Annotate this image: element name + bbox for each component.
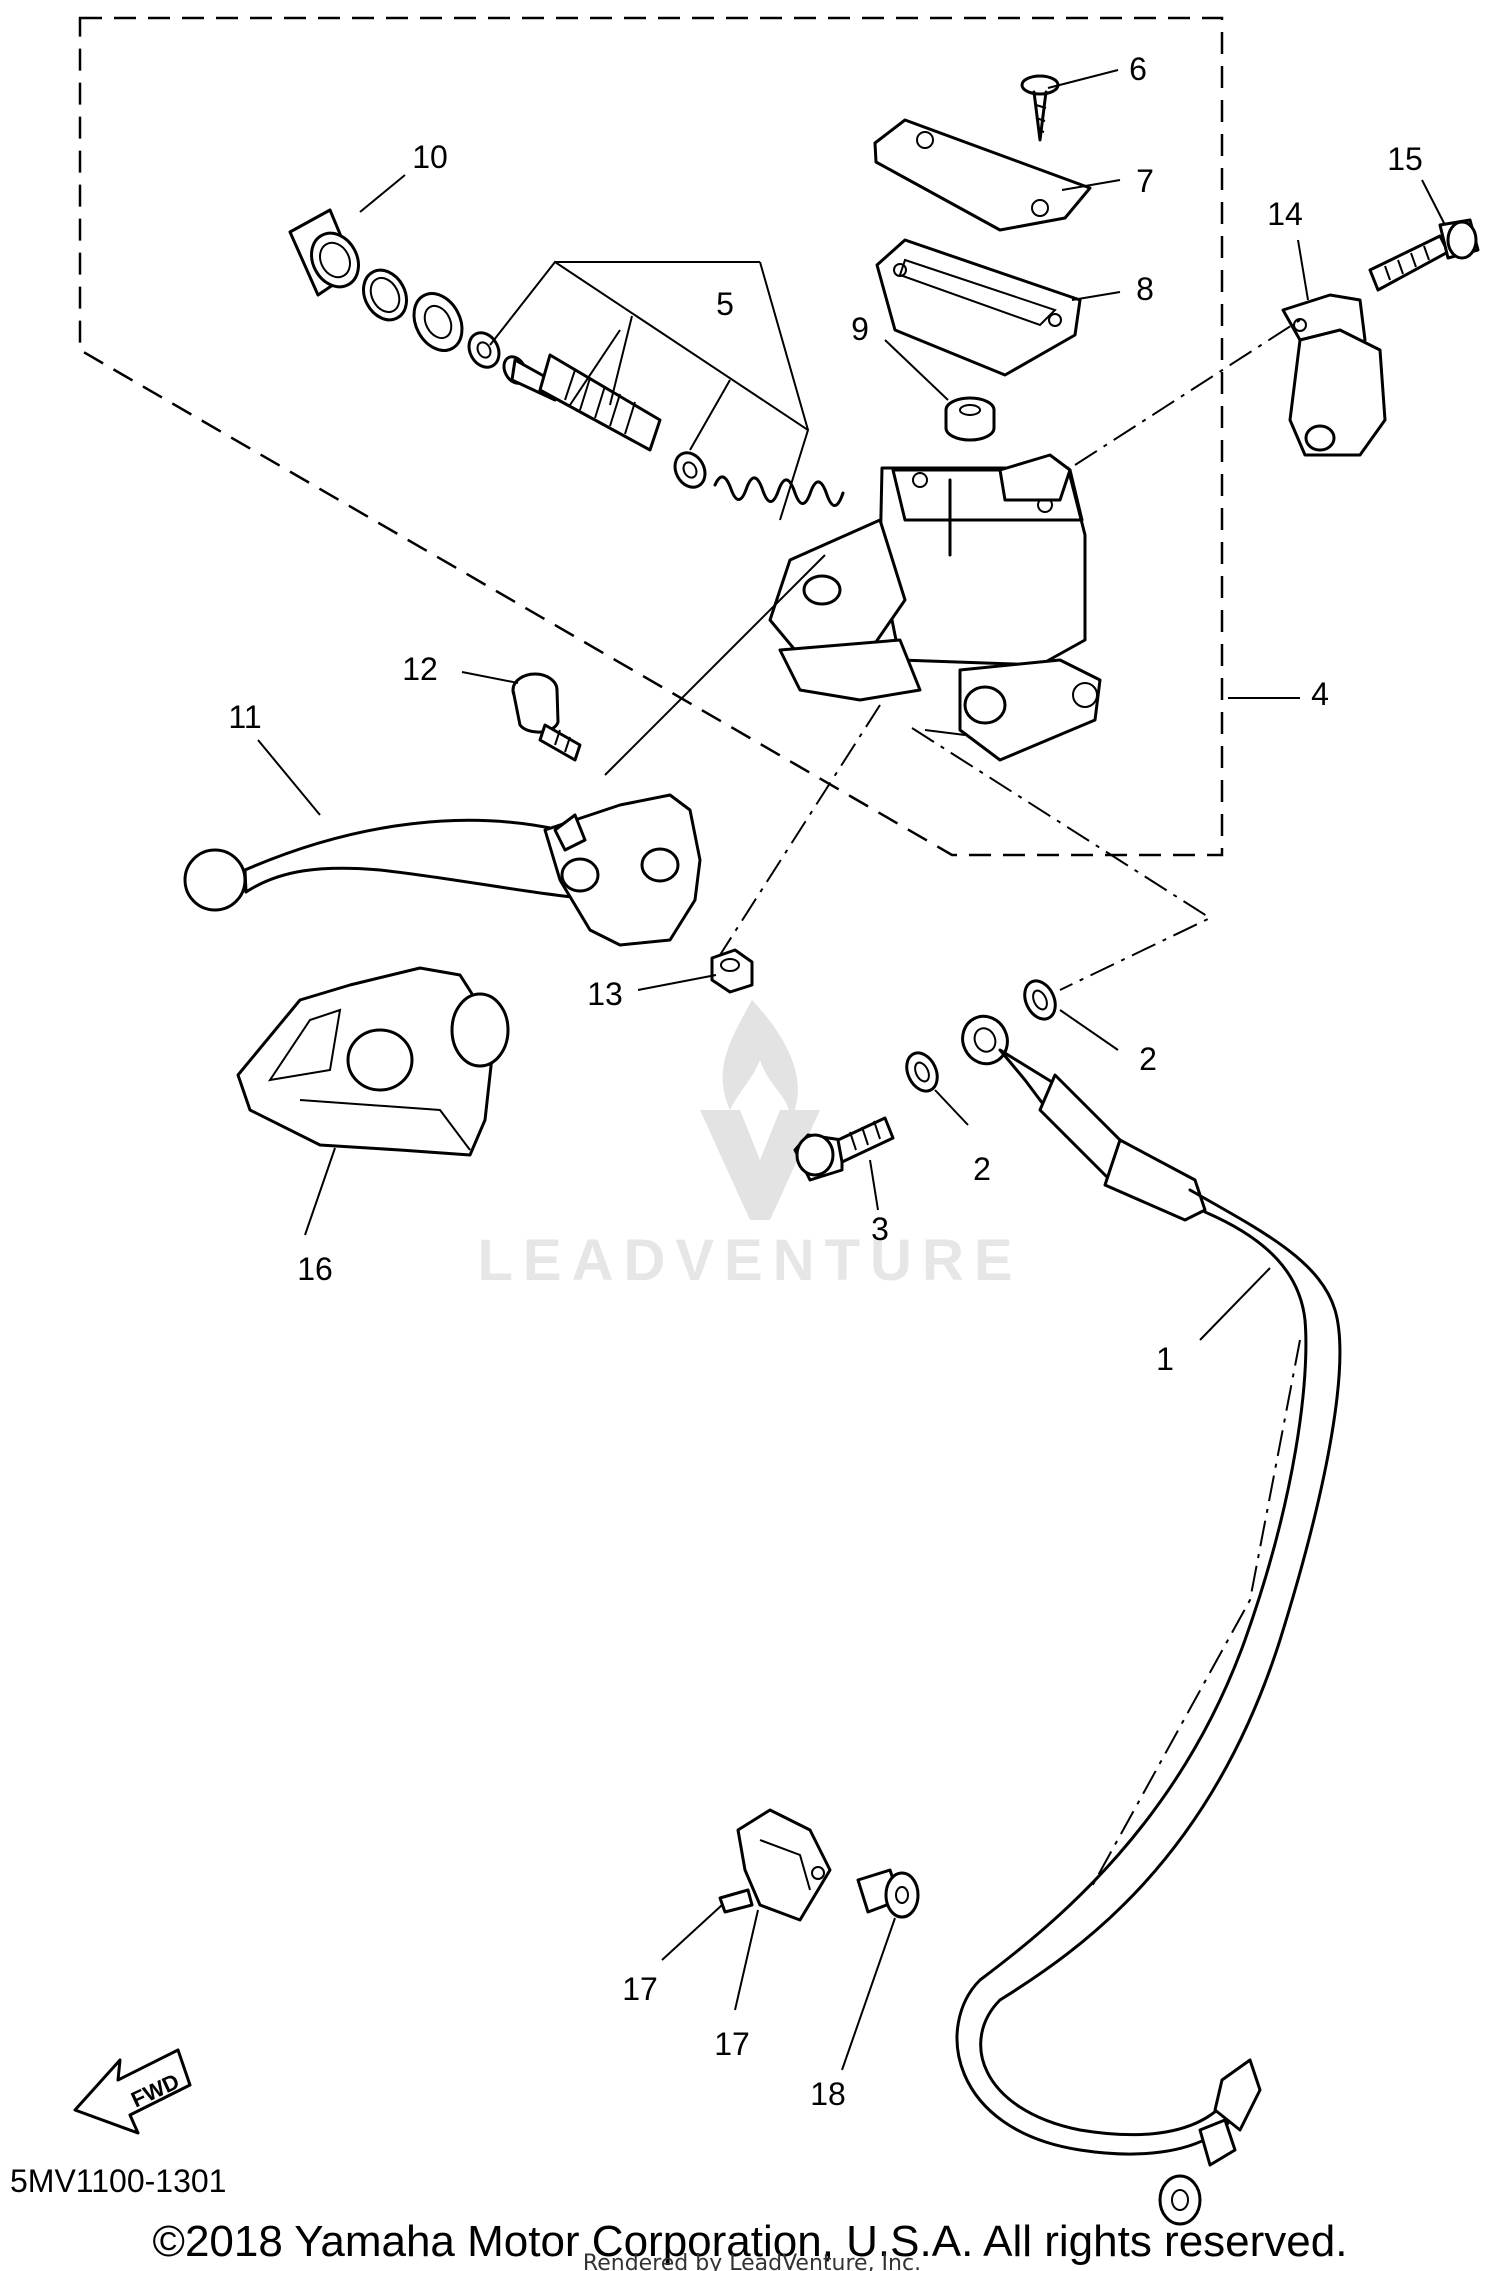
callout-12: 12 xyxy=(402,651,438,687)
callout-7: 7 xyxy=(1136,163,1154,199)
item-5-bracket xyxy=(489,260,810,521)
washer xyxy=(412,292,464,352)
bolt-18 xyxy=(856,1868,920,1919)
rendered-by-notice: Rendered by LeadVenture, Inc. xyxy=(583,2251,921,2271)
dust-boot xyxy=(288,208,360,297)
callout-8: 8 xyxy=(1136,271,1154,307)
callout-11: 11 xyxy=(228,699,261,735)
watermark-text: LEADVENTURE xyxy=(477,1228,1022,1293)
diagram-code: 5MV1100-1301 xyxy=(10,2163,226,2199)
screw xyxy=(1020,74,1060,142)
piston xyxy=(502,353,662,452)
callout-3: 3 xyxy=(871,1211,889,1247)
washer-upper xyxy=(1023,979,1057,1021)
diaphragm xyxy=(875,238,1082,377)
callout-15: 15 xyxy=(1387,141,1423,177)
callout-9: 9 xyxy=(851,311,869,347)
pivot-bolt xyxy=(511,672,582,762)
lever-cover xyxy=(236,966,510,1157)
callout-17-right: 17 xyxy=(714,2026,750,2062)
brake-hose xyxy=(955,1014,1342,2226)
callout-6: 6 xyxy=(1129,51,1147,87)
callout-14: 14 xyxy=(1267,196,1303,232)
secondary-cup xyxy=(673,451,707,489)
callout-18: 18 xyxy=(810,2076,846,2112)
bolt-15 xyxy=(1368,218,1480,292)
fwd-arrow-icon: FWD xyxy=(73,2048,192,2135)
callout-1: 1 xyxy=(1156,1341,1174,1377)
callout-13: 13 xyxy=(587,976,623,1012)
alignment-lines xyxy=(604,319,1301,1891)
nut xyxy=(710,948,754,994)
reservoir-cap xyxy=(873,118,1092,232)
circlip xyxy=(362,268,408,322)
seal-cup xyxy=(467,331,501,369)
hose-clamp xyxy=(718,1808,832,1922)
banjo-bolt xyxy=(793,1116,895,1182)
callout-4: 4 xyxy=(1311,676,1329,712)
washer-lower xyxy=(905,1051,939,1093)
assembly-boundary xyxy=(78,16,1224,857)
callouts: 1 2 2 3 4 5 6 7 8 9 10 11 12 13 14 15 16… xyxy=(228,51,1422,2112)
spring xyxy=(713,475,845,507)
callout-5: 5 xyxy=(716,286,734,322)
callout-16: 16 xyxy=(297,1251,333,1287)
callout-10: 10 xyxy=(412,139,448,175)
handlebar-holder xyxy=(1281,293,1387,457)
clutch-lever xyxy=(183,793,702,947)
copyright-notice: ©2018 Yamaha Motor Corporation, U.S.A. A… xyxy=(153,2217,1348,2266)
callout-17-left: 17 xyxy=(622,1971,658,2007)
leader-lines xyxy=(257,69,1446,2071)
watermark-logo xyxy=(700,1000,820,1220)
float xyxy=(944,396,996,442)
callout-2-lower: 2 xyxy=(973,1151,991,1187)
callout-2-upper: 2 xyxy=(1139,1041,1157,1077)
master-cylinder-body xyxy=(768,453,1102,762)
